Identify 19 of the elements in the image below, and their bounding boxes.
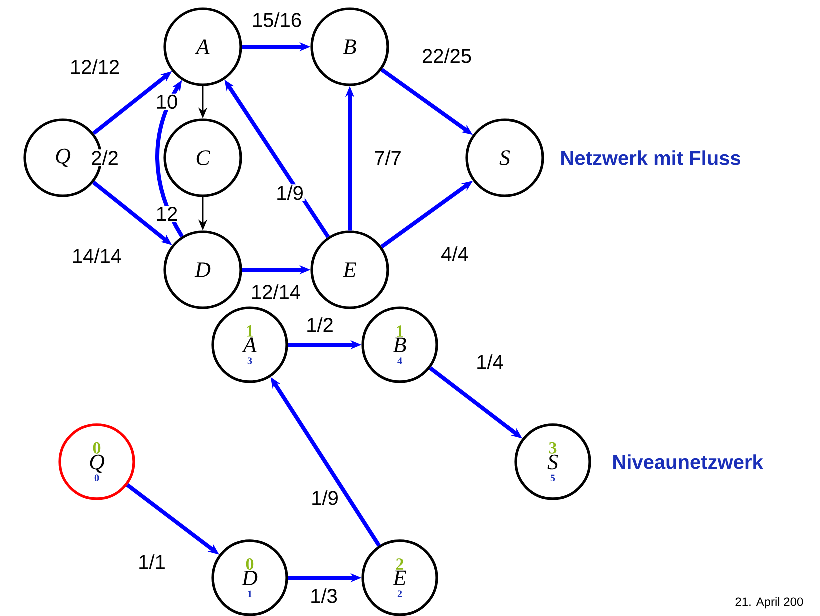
edge-label: 12/12 — [68, 58, 122, 76]
edge-label: 14/14 — [70, 248, 124, 264]
edge-label: 10 — [154, 94, 180, 110]
edge-label: 12/14 — [250, 284, 302, 300]
edge-label: 1/9 — [310, 490, 340, 506]
section-heading: Netzwerk mit Fluss — [562, 150, 741, 166]
edge-label: 1/2 — [305, 316, 335, 334]
edge-label: 2/2 — [90, 150, 120, 166]
edge-label: 1/1 — [137, 554, 167, 570]
edge-label: 15/16 — [250, 12, 304, 28]
edge-label: 1/3 — [309, 588, 339, 604]
edge-label: 22/25 — [420, 48, 474, 64]
edge-label: 1/4 — [475, 354, 505, 370]
edge-label: 12 — [154, 206, 180, 222]
edge-label: 1/9 — [275, 184, 305, 202]
section-heading: Niveaunetzwerk — [614, 454, 764, 470]
edge-label: 7/7 — [373, 150, 403, 166]
edge-label: 4/4 — [440, 246, 470, 262]
date-text: 21. April 200 — [736, 597, 804, 609]
